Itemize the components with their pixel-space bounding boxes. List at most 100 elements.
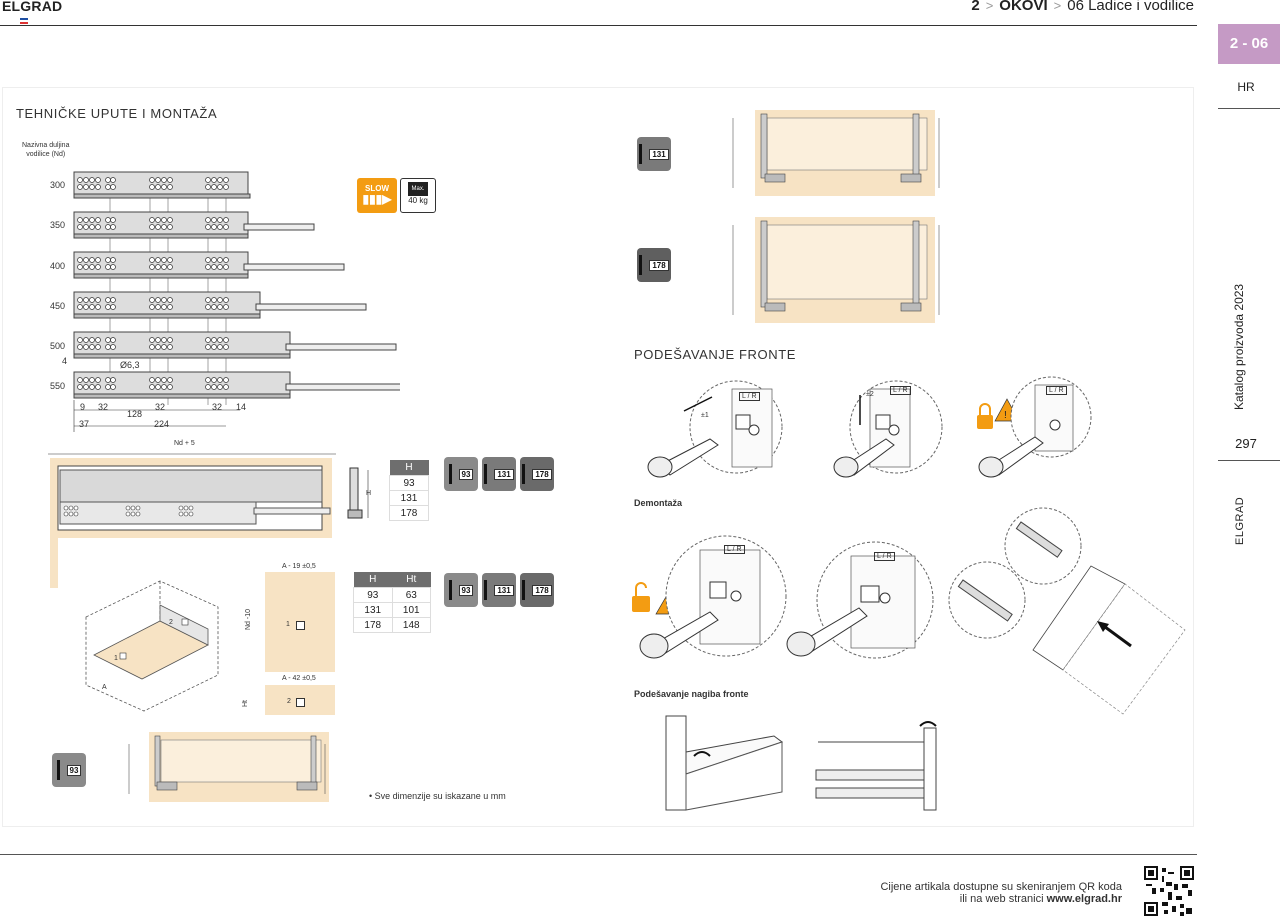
panel-1-label: 1 xyxy=(286,621,290,628)
catalog-title: Katalog proizvoda 2023 xyxy=(1232,283,1246,410)
footer-line-2: ili na web stranici xyxy=(959,893,1047,905)
height-table-cell: 131 xyxy=(389,490,429,506)
brand-logo: ELGRAD xyxy=(2,0,63,14)
dimension-label: 37 xyxy=(79,419,90,429)
height-table-cell: 93 xyxy=(389,475,429,491)
runner-lengths-diagram xyxy=(73,171,400,432)
height-table-cell: 178 xyxy=(389,505,429,521)
table-cell: 131 xyxy=(353,602,393,618)
soft-close-arrow-icon: ▮▮▮▶ xyxy=(362,192,392,206)
profile-label: 178 xyxy=(649,259,669,271)
dimension-label: 14 xyxy=(236,402,247,412)
panel-1-marker xyxy=(296,621,305,630)
dimension-label: 128 xyxy=(127,409,143,419)
removal-step-3-drawing xyxy=(948,507,1186,715)
lr-label: L / R xyxy=(874,552,895,561)
front-adjust-vertical-drawing xyxy=(833,380,943,478)
dimension-label: 32 xyxy=(155,402,166,412)
section-title-front-tilt: Podešavanje nagiba fronte xyxy=(634,689,749,699)
part-1-label: 1 xyxy=(114,655,118,662)
drawer-side-section xyxy=(48,453,336,588)
panel-2-height: Ht xyxy=(242,700,249,707)
side-divider xyxy=(1218,460,1280,461)
website-link[interactable]: www.elgrad.hr xyxy=(1046,893,1122,905)
dimension-label: 32 xyxy=(212,402,223,412)
dimension-label: 9 xyxy=(80,402,86,412)
length-caption-line2: vodilice (Nd) xyxy=(26,151,66,158)
profile-178-icon: 178 xyxy=(637,248,671,282)
profile-label: 178 xyxy=(532,584,552,596)
cross-section-131 xyxy=(732,110,940,196)
nd-label: Nd + 5 xyxy=(174,440,195,447)
section-title-removal: Demontaža xyxy=(634,498,683,508)
length-label: 500 xyxy=(50,341,66,351)
length-label: 400 xyxy=(50,261,66,271)
table-cell: 93 xyxy=(353,587,393,603)
table-cell: 63 xyxy=(391,587,431,603)
profile-label: 131 xyxy=(494,584,514,596)
lr-label: L / R xyxy=(890,386,911,395)
profile-label: 178 xyxy=(532,468,552,480)
profile-131-icon: 131 xyxy=(482,457,516,491)
footer-divider xyxy=(0,854,1197,855)
panel-2-label: 2 xyxy=(287,698,291,705)
breadcrumb-chapter[interactable]: OKOVI xyxy=(999,0,1048,14)
breadcrumb-subchapter-number[interactable]: 06 xyxy=(1067,0,1084,14)
cross-section-93 xyxy=(128,732,329,802)
breadcrumb-separator-icon: > xyxy=(985,0,994,13)
svg-text:!: ! xyxy=(1004,410,1007,421)
language-label: HR xyxy=(1237,80,1255,94)
length-label: 450 xyxy=(50,301,66,311)
profile-label: 93 xyxy=(66,764,82,776)
table-cell: 148 xyxy=(391,617,431,633)
brand-flag-icon xyxy=(20,18,28,24)
adjust-plus-minus-2: ±2 xyxy=(866,391,874,398)
page-number: 297 xyxy=(1235,436,1257,451)
profile-178-icon: 178 xyxy=(520,573,554,607)
header-divider xyxy=(0,25,1197,26)
profile-131-icon: 131 xyxy=(637,137,671,171)
breadcrumb-chapter-number[interactable]: 2 xyxy=(971,0,980,14)
panel-1-width: A - 19 ±0,5 xyxy=(282,563,316,570)
breadcrumb-separator-icon: > xyxy=(1053,0,1062,13)
removal-step-1-drawing: ! xyxy=(632,535,787,659)
max-load-value: 40 kg xyxy=(408,196,428,205)
table-cell: 178 xyxy=(353,617,393,633)
profile-h-icon xyxy=(347,467,369,519)
side-brand: ELGRAD xyxy=(1234,496,1246,545)
removal-step-2-drawing xyxy=(786,541,934,659)
table-header-ht: Ht xyxy=(392,572,431,588)
soft-close-label: SLOW xyxy=(365,184,389,193)
profile-131-icon: 131 xyxy=(482,573,516,607)
table-header-h: H xyxy=(353,572,392,588)
dimensions-note: • Sve dimenzije su iskazane u mm xyxy=(369,791,506,801)
section-title-installation: TEHNIČKE UPUTE I MONTAŽA xyxy=(16,106,218,121)
profile-93-icon: 93 xyxy=(52,753,86,787)
panel-2-marker xyxy=(296,698,305,707)
dimension-label: 224 xyxy=(154,419,170,429)
h-dimension-label: H xyxy=(366,490,372,497)
front-tilt-drawing-2 xyxy=(815,721,937,811)
length-label: 300 xyxy=(50,180,66,190)
length-caption: Nazivna duljina vodilice (Nd) xyxy=(22,141,69,159)
profile-label: 93 xyxy=(458,468,474,480)
chapter-tab[interactable]: 2 - 06 xyxy=(1218,24,1280,64)
length-label: 350 xyxy=(50,220,66,230)
table-cell: 101 xyxy=(391,602,431,618)
adjust-plus-minus-1: ±1 xyxy=(701,412,709,419)
dimension-label: 4 xyxy=(62,356,68,366)
panel-2-width: A - 42 ±0,5 xyxy=(282,675,316,682)
cross-section-178 xyxy=(732,217,940,323)
breadcrumb-subchapter[interactable]: Ladice i vodilice xyxy=(1088,0,1194,14)
length-caption-line1: Nazivna duljina xyxy=(22,142,70,149)
dimension-label: 32 xyxy=(98,402,109,412)
profile-178-icon: 178 xyxy=(520,457,554,491)
profile-label: 131 xyxy=(649,148,669,160)
height-table-header: H xyxy=(389,460,429,476)
height-table: H 93 131 178 xyxy=(389,460,429,521)
qr-code-icon[interactable] xyxy=(1144,866,1194,916)
length-label: 550 xyxy=(50,381,66,391)
lr-label: L / R xyxy=(739,392,760,401)
lr-label: L / R xyxy=(1046,386,1067,395)
